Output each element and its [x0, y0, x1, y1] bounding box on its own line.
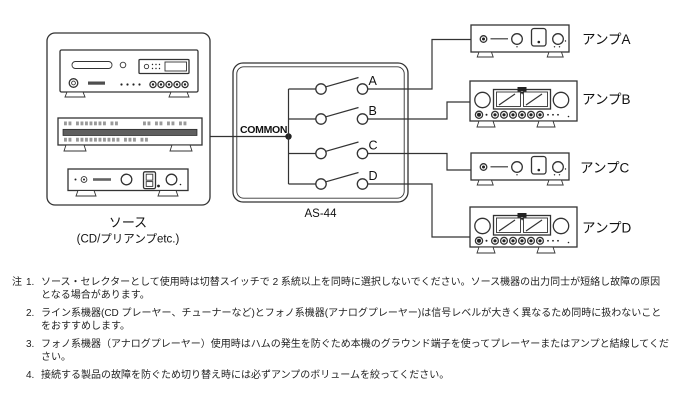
switch-channel-a: A: [288, 74, 378, 95]
note-number: 3.: [26, 339, 35, 350]
channel-a-label: A: [369, 74, 378, 88]
footnotes: 注 1. ソース・セレクターとして使用時は切替スイッチで 2 系統以上を同時に選…: [12, 276, 670, 387]
amp-c-label: アンプC: [580, 161, 630, 176]
amp-d-label: アンプD: [582, 221, 632, 236]
common-label: COMMON: [240, 124, 287, 136]
switcher-name-label: AS-44: [305, 208, 338, 220]
note-item-4: 4. 接続する製品の故障を防ぐため切り替え時には必ずアンプのボリュームを絞ってく…: [12, 369, 670, 382]
equalizer-display-strip: [62, 128, 198, 136]
wiring-diagram: ソース (CD/プリアンプetc.) COMMON A: [46, 24, 632, 254]
amp-b-label: アンプB: [582, 92, 631, 107]
note-number: 1.: [26, 277, 35, 288]
amp-a-label: アンプA: [582, 32, 631, 47]
note-prefix: [12, 338, 25, 364]
source-device-cd-player: [59, 49, 199, 98]
switch-channel-c: C: [288, 139, 378, 160]
note-item-3: 3. フォノ系機器（アナログプレーヤー）使用時はハムの発生を防ぐため本機のグラウ…: [12, 338, 670, 364]
amp-d-device: [469, 206, 578, 254]
source-device-equalizer: [57, 117, 203, 152]
amp-b-device: [469, 80, 578, 128]
wire-channel-c: [367, 152, 471, 171]
switch-channel-b: B: [288, 104, 377, 125]
source-label-line1: ソース: [109, 215, 147, 230]
note-item-2: 2. ライン系機器(CD プレーヤー、チューナーなど)とフォノ系機器(アナログプ…: [12, 307, 670, 333]
note-text: フォノ系機器（アナログプレーヤー）使用時はハムの発生を防ぐため本機のグラウンド端…: [41, 339, 669, 363]
note-number: 2.: [26, 308, 35, 319]
switcher-box-inner: [236, 66, 405, 199]
note-text: 接続する製品の故障を防ぐため切り替え時には必ずアンプのボリュームを絞ってください…: [41, 370, 450, 381]
channel-d-label: D: [369, 169, 378, 183]
note-text: ソース・セレクターとして使用時は切替スイッチで 2 系統以上を同時に選択しないで…: [41, 277, 661, 301]
switch-channel-d: D: [288, 169, 378, 190]
source-group: ソース (CD/プリアンプetc.): [46, 32, 211, 246]
channel-c-label: C: [369, 139, 378, 153]
output-wires: [367, 38, 471, 238]
source-label-line2: (CD/プリアンプetc.): [77, 233, 180, 246]
switcher-group: COMMON A B: [210, 62, 409, 220]
note-number: 4.: [26, 370, 35, 381]
source-device-preamp: [67, 168, 189, 197]
amp-c-device: [470, 152, 570, 186]
note-text: ライン系機器(CD プレーヤー、チューナーなど)とフォノ系機器(アナログプレーヤ…: [41, 308, 662, 332]
channel-b-label: B: [369, 104, 377, 118]
amp-a-device: [470, 24, 570, 58]
note-prefix: [12, 307, 25, 333]
wire-channel-b: [367, 101, 470, 120]
wire-channel-d: [367, 183, 470, 238]
wire-channel-a: [367, 38, 471, 90]
note-prefix: 注: [12, 277, 22, 288]
note-prefix: [12, 369, 25, 382]
note-item-1: 注 1. ソース・セレクターとして使用時は切替スイッチで 2 系統以上を同時に選…: [12, 276, 670, 302]
